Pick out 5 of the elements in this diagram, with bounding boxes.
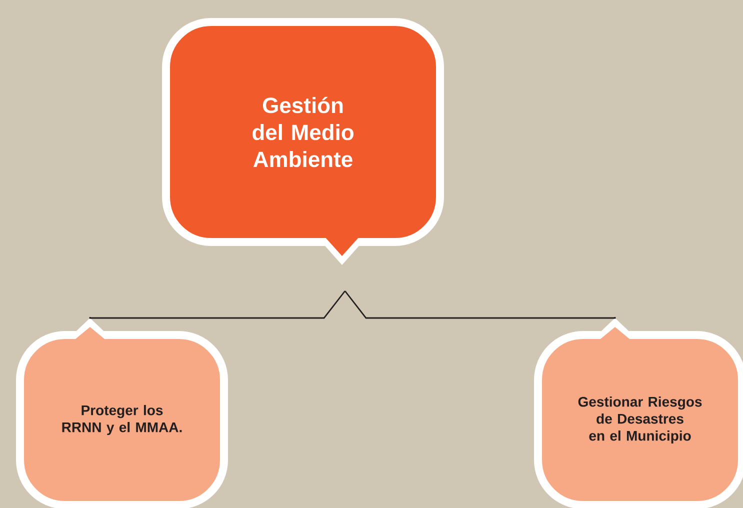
connector-line bbox=[89, 290, 346, 319]
connector-line bbox=[344, 290, 616, 319]
speech-bubble: Proteger los RRNN y el MMAA. bbox=[16, 318, 228, 508]
speech-bubble: Gestión del Medio Ambiente bbox=[162, 18, 444, 265]
speech-bubble: Gestionar Riesgos de Desastres en el Municipio bbox=[534, 318, 743, 508]
